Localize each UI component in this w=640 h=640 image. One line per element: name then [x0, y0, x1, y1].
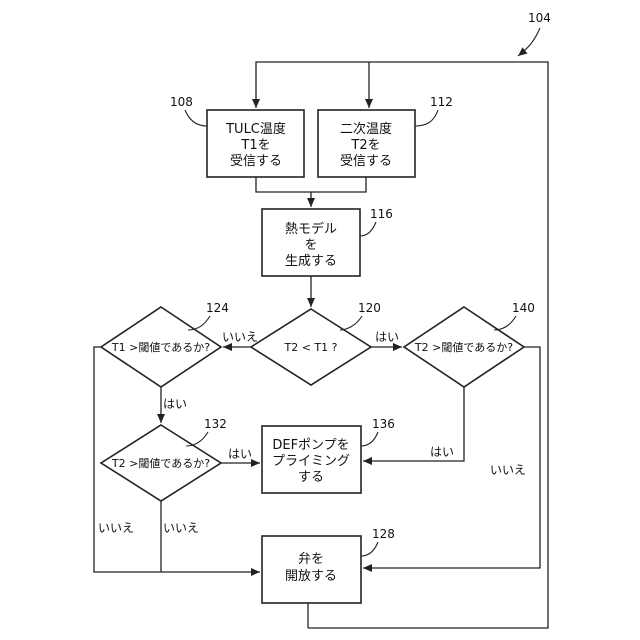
label-yes-120-140: はい: [375, 330, 399, 344]
receive-t1-label-2: T1を: [240, 138, 270, 153]
label-no-140-128: いいえ: [490, 463, 526, 477]
prime-pump-label-2: プライミング: [272, 454, 350, 469]
ref-120: 120: [358, 301, 381, 315]
thermal-model-label-1: 熱モデル: [285, 221, 337, 237]
ref-116-leader: [360, 222, 376, 236]
label-no-120-124: いいえ: [222, 330, 258, 344]
label-yes-140-136: はい: [430, 445, 454, 459]
ref-128: 128: [372, 527, 395, 541]
receive-t2-label-2: T2を: [350, 138, 380, 153]
ref-120-leader: [340, 316, 362, 330]
figure-ref-104: 104: [528, 11, 551, 25]
open-valve-label-1: 弁を: [298, 552, 324, 567]
t2-lt-t1-text: T2 < T1 ?: [284, 341, 338, 354]
ref-116: 116: [370, 207, 393, 221]
thermal-model-label-3: 生成する: [285, 254, 337, 269]
label-no-124-128: いいえ: [98, 521, 134, 535]
prime-pump-label-3: する: [298, 470, 324, 485]
open-valve-label-2: 開放する: [285, 569, 337, 584]
figure-ref-leader: [518, 28, 540, 56]
ref-132: 132: [204, 417, 227, 431]
ref-112-leader: [415, 110, 438, 126]
receive-t2-label-3: 受信する: [340, 154, 392, 169]
ref-140: 140: [512, 301, 535, 315]
ref-140-leader: [494, 316, 516, 330]
ref-136-leader: [361, 432, 378, 446]
ref-128-leader: [361, 542, 378, 556]
receive-t1-label-1: TULC温度: [225, 121, 286, 137]
t2-threshold-right-text: T2 >閾値であるか?: [414, 341, 513, 354]
thermal-model-label-2: を: [304, 238, 317, 253]
t2-threshold-left-text: T2 >閾値であるか?: [111, 457, 210, 470]
ref-108-leader: [185, 110, 207, 126]
prime-pump-label-1: DEFポンプを: [272, 438, 349, 453]
label-yes-132-136: はい: [228, 447, 252, 461]
label-no-132-128: いいえ: [163, 521, 199, 535]
ref-112: 112: [430, 95, 453, 109]
ref-108: 108: [170, 95, 193, 109]
ref-136: 136: [372, 417, 395, 431]
label-yes-124-132: はい: [163, 397, 187, 411]
receive-t1-label-3: 受信する: [230, 154, 282, 169]
receive-t2-label-1: 二次温度: [340, 121, 392, 137]
ref-124: 124: [206, 301, 229, 315]
t1-threshold-text: T1 >閾値であるか?: [111, 341, 210, 354]
merge-line: [256, 177, 366, 192]
